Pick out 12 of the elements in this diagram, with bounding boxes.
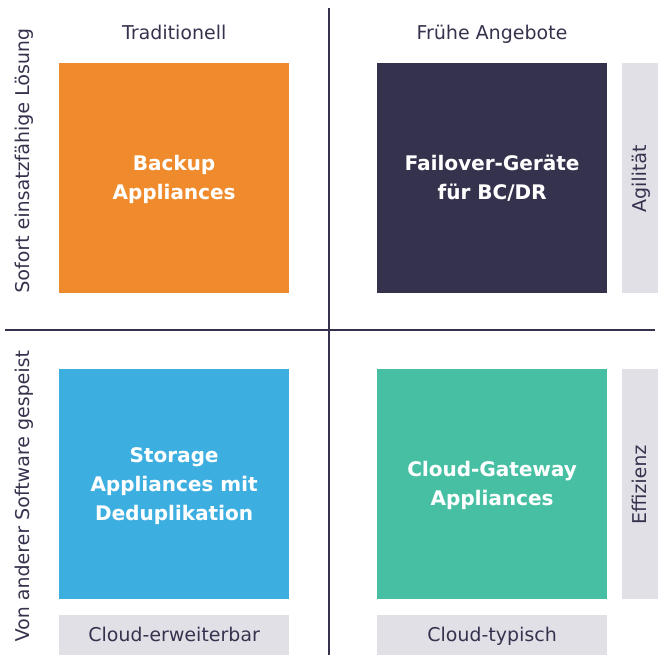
axis-tab: Agilität <box>622 63 658 293</box>
quadrant-box: Storage Appliances mit Deduplikation <box>59 369 289 599</box>
axis-tab: Effizienz <box>622 369 658 599</box>
row-heading: Von anderer Software gespeist <box>12 350 34 641</box>
quadrant-box: Cloud-Gateway Appliances <box>377 369 607 599</box>
quadrant-box: Backup Appliances <box>59 63 289 293</box>
axis-tab: Cloud-typisch <box>377 615 607 655</box>
column-heading: Frühe Angebote <box>416 22 568 44</box>
row-heading: Sofort einsatzfähige Lösung <box>12 28 34 292</box>
quadrant-box: Failover-Geräte für BC/DR <box>377 63 607 293</box>
axis-tab: Cloud-erweiterbar <box>59 615 289 655</box>
column-heading: Traditionell <box>122 22 226 44</box>
